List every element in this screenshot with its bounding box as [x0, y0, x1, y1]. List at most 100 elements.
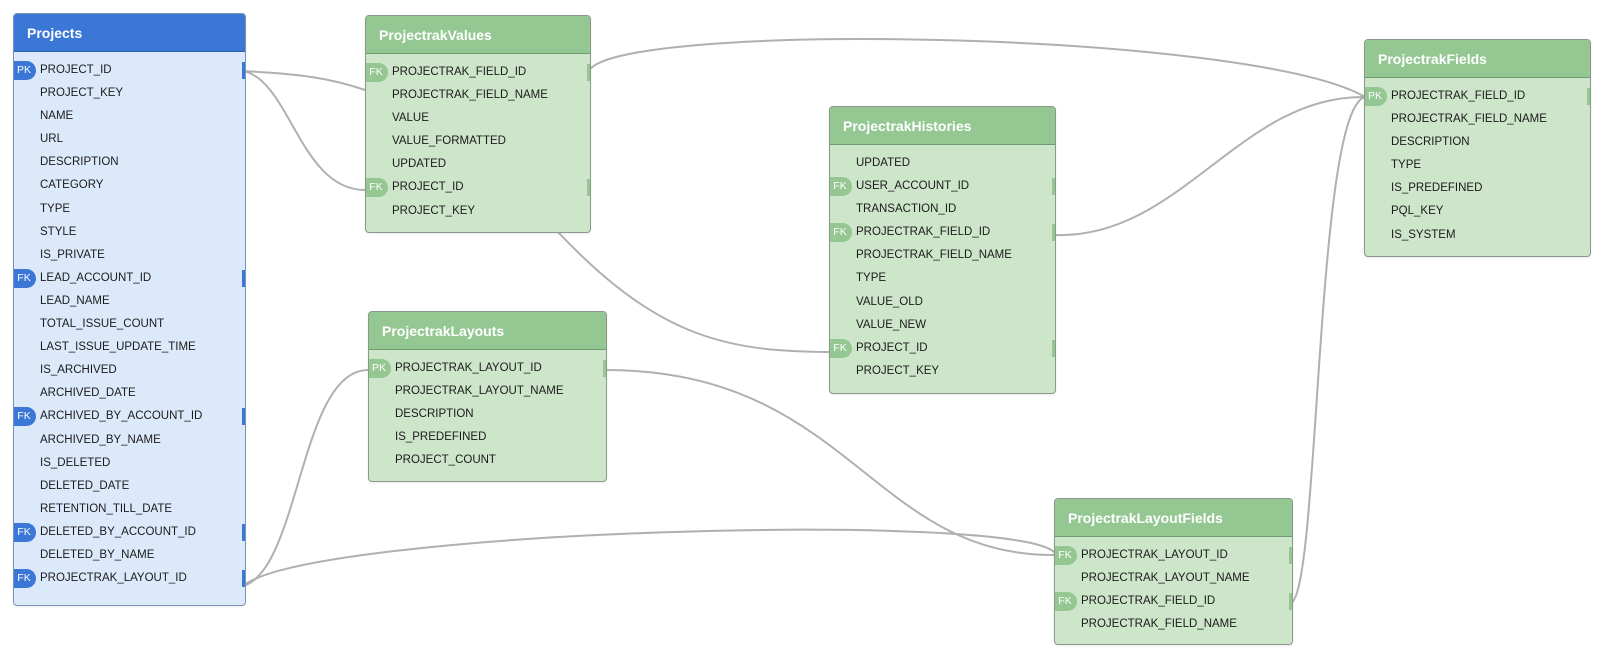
column-row[interactable]: ARCHIVED_DATE	[14, 382, 245, 405]
column-row[interactable]: TYPE	[1365, 154, 1590, 177]
link-connector-marker	[1289, 547, 1292, 564]
column-row[interactable]: PROJECT_COUNT	[369, 449, 606, 472]
table-header[interactable]: ProjectrakValues	[366, 16, 590, 54]
column-name: PROJECT_KEY	[392, 204, 476, 217]
column-row[interactable]: LAST_ISSUE_UPDATE_TIME	[14, 336, 245, 359]
column-name: TYPE	[856, 272, 887, 285]
column-name: NAME	[40, 110, 74, 123]
table-header[interactable]: Projects	[14, 14, 245, 52]
table-header[interactable]: ProjectrakFields	[1365, 40, 1590, 78]
column-row[interactable]: TOTAL_ISSUE_COUNT	[14, 313, 245, 336]
column-row[interactable]: DESCRIPTION	[14, 151, 245, 174]
column-name: PROJECTRAK_FIELD_NAME	[1391, 113, 1547, 126]
column-row[interactable]: ARCHIVED_BY_NAME	[14, 429, 245, 452]
column-row[interactable]: TYPE	[830, 267, 1055, 290]
column-name: PROJECT_ID	[392, 181, 464, 194]
primary-key-badge: PK	[369, 359, 391, 378]
column-row[interactable]: IS_SYSTEM	[1365, 224, 1590, 247]
column-row[interactable]: STYLE	[14, 221, 245, 244]
column-name: PROJECTRAK_LAYOUT_NAME	[1081, 572, 1250, 585]
column-row[interactable]: CATEGORY	[14, 174, 245, 197]
link-connector-marker	[603, 360, 606, 377]
foreign-key-badge: FK	[830, 338, 852, 358]
column-name: PROJECTRAK_FIELD_NAME	[856, 249, 1012, 262]
column-name: IS_PREDEFINED	[1391, 182, 1483, 195]
column-row[interactable]: IS_PRIVATE	[14, 244, 245, 267]
link-connector-marker	[242, 62, 245, 79]
column-name: VALUE_FORMATTED	[392, 135, 506, 148]
column-row[interactable]: DELETED_DATE	[14, 475, 245, 498]
column-name: PROJECT_KEY	[40, 87, 124, 100]
column-row[interactable]: PROJECTRAK_LAYOUT_NAME	[369, 380, 606, 403]
column-row[interactable]: IS_PREDEFINED	[369, 426, 606, 449]
column-row[interactable]: LEAD_NAME	[14, 290, 245, 313]
column-name: CATEGORY	[40, 179, 104, 192]
column-row[interactable]: PROJECTRAK_LAYOUT_NAME	[1055, 567, 1292, 590]
link-connector-marker	[242, 523, 245, 541]
column-name: TYPE	[1391, 159, 1422, 172]
column-row[interactable]: TYPE	[14, 198, 245, 221]
column-row[interactable]: PROJECTRAK_FIELD_NAME	[366, 84, 590, 107]
column-row[interactable]: IS_PREDEFINED	[1365, 177, 1590, 200]
column-row[interactable]: PROJECTRAK_FIELD_NAME	[1365, 108, 1590, 131]
column-name: LEAD_NAME	[40, 294, 110, 307]
column-row[interactable]: IS_DELETED	[14, 452, 245, 475]
column-name: DESCRIPTION	[1391, 136, 1470, 149]
column-name: IS_ARCHIVED	[40, 364, 117, 377]
table-header[interactable]: ProjectrakHistories	[830, 107, 1055, 145]
column-row[interactable]: PROJECT_KEY	[14, 82, 245, 105]
column-name: TRANSACTION_ID	[856, 203, 957, 216]
column-row[interactable]: DELETED_BY_NAME	[14, 544, 245, 567]
link-projects-layout-to-layoutfields	[242, 528, 1056, 587]
table-header[interactable]: ProjectrakLayoutFields	[1055, 499, 1292, 537]
column-row[interactable]: VALUE_OLD	[830, 291, 1055, 314]
column-name: PROJECTRAK_FIELD_NAME	[1081, 618, 1237, 631]
column-row[interactable]: PROJECT_KEY	[366, 200, 590, 223]
column-row[interactable]: VALUE_NEW	[830, 314, 1055, 337]
column-row[interactable]: UPDATED	[366, 153, 590, 176]
column-row[interactable]: VALUE_FORMATTED	[366, 130, 590, 153]
column-row[interactable]: TRANSACTION_ID	[830, 198, 1055, 221]
column-row[interactable]: PROJECTRAK_FIELD_NAME	[1055, 613, 1292, 636]
column-row[interactable]: PROJECTRAK_FIELD_NAME	[830, 244, 1055, 267]
column-row[interactable]: VALUE	[366, 107, 590, 130]
table-header[interactable]: ProjectrakLayouts	[369, 312, 606, 350]
column-row[interactable]: IS_ARCHIVED	[14, 359, 245, 382]
link-connector-marker	[242, 269, 245, 287]
column-name: PROJECTRAK_FIELD_ID	[1081, 595, 1216, 608]
column-name: LAST_ISSUE_UPDATE_TIME	[40, 341, 196, 354]
column-name: TOTAL_ISSUE_COUNT	[40, 318, 165, 331]
column-row[interactable]: RETENTION_TILL_DATE	[14, 498, 245, 521]
column-row[interactable]: UPDATED	[830, 152, 1055, 175]
column-row[interactable]: DESCRIPTION	[1365, 131, 1590, 154]
column-row[interactable]: NAME	[14, 105, 245, 128]
column-row[interactable]: PROJECT_KEY	[830, 360, 1055, 383]
column-row[interactable]: DESCRIPTION	[369, 403, 606, 426]
column-name: PROJECT_ID	[40, 64, 112, 76]
column-row[interactable]: URL	[14, 128, 245, 151]
column-name: URL	[40, 133, 64, 146]
column-row[interactable]: PQL_KEY	[1365, 200, 1590, 223]
